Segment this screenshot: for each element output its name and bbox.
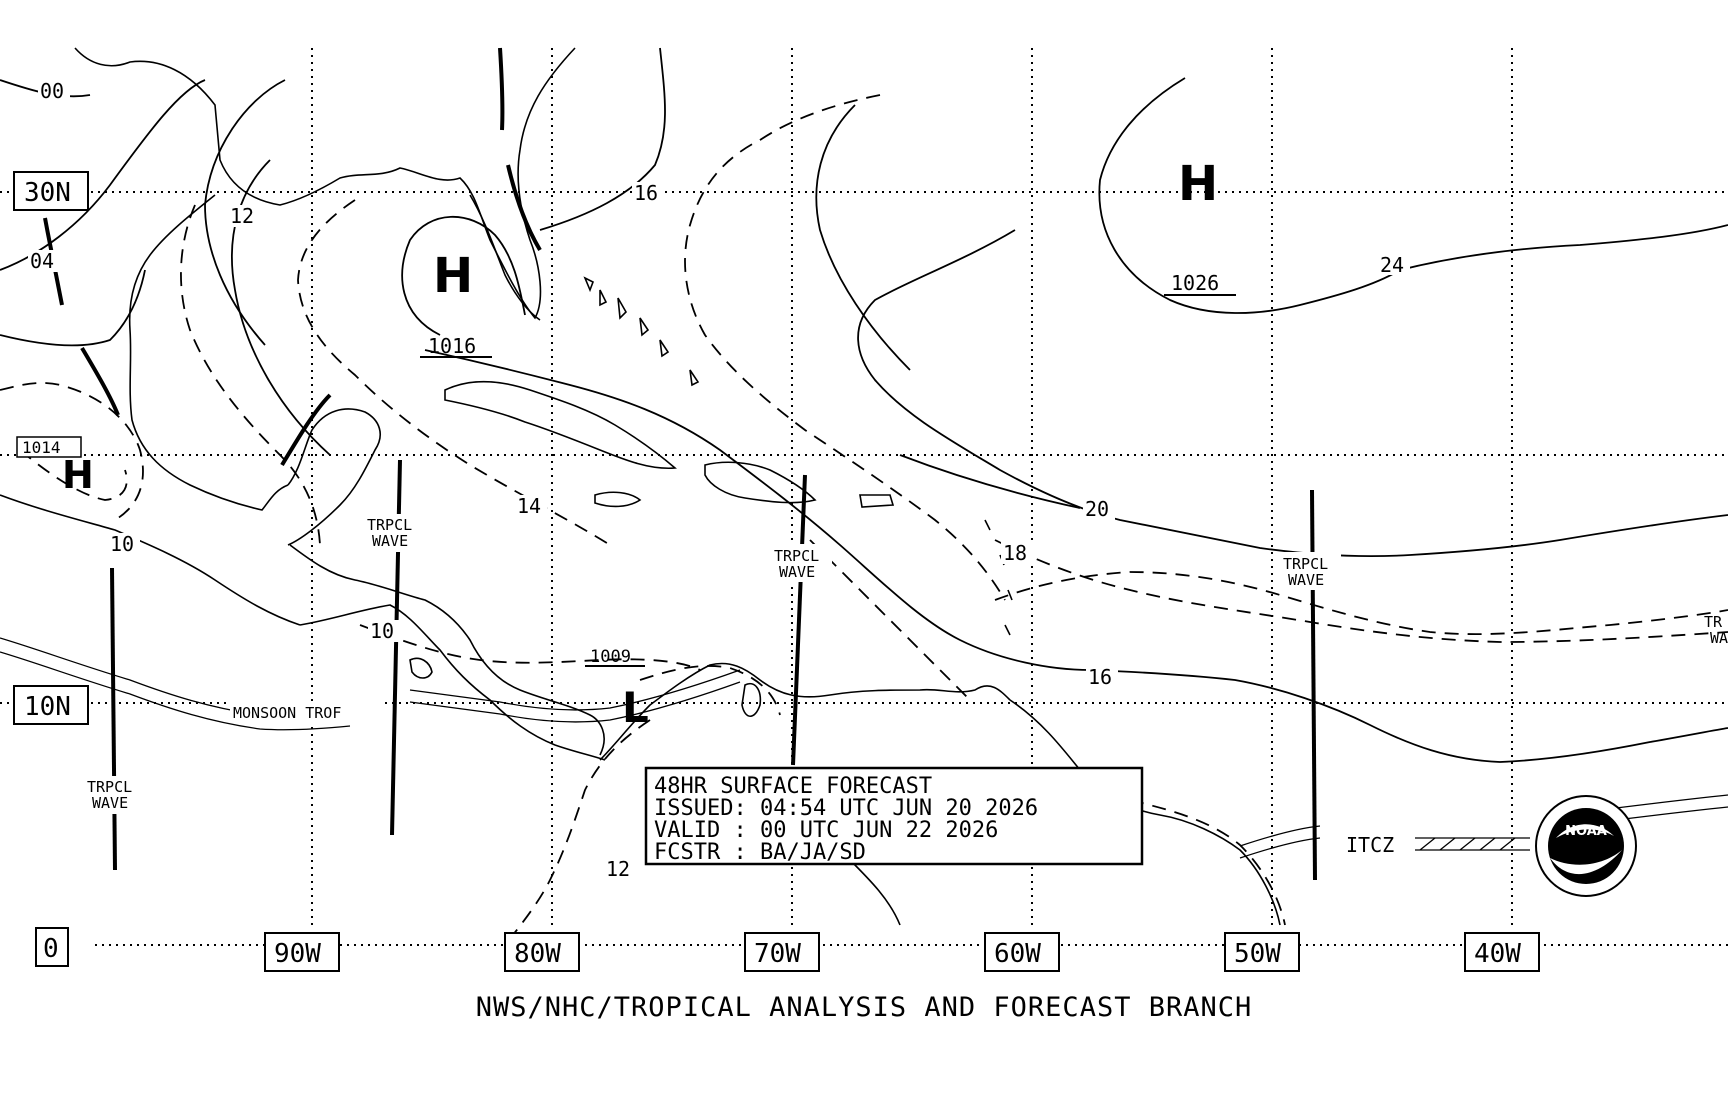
lon-label: 60W: [994, 939, 1041, 969]
noaa-logo: NOAA: [1535, 795, 1637, 897]
isobar-label: 16: [1088, 665, 1112, 689]
lon-label: 80W: [514, 939, 561, 969]
tropical-wave-label: TRPCL: [367, 516, 412, 534]
lon-label: 40W: [1474, 939, 1521, 969]
isobar-label: 18: [1003, 541, 1027, 565]
high-pressure-center: H: [433, 248, 473, 304]
tropical-wave-label: WAVE: [779, 563, 815, 581]
lat-label: 30N: [24, 178, 71, 208]
noaa-logo-text: NOAA: [1565, 824, 1607, 839]
tropical-wave-label: TRPCL: [774, 547, 819, 565]
monsoon-trough-label: MONSOON TROF: [233, 704, 341, 722]
lon-label: 90W: [274, 939, 321, 969]
isobar-label: 10: [110, 532, 134, 556]
high-pressure-center: H: [62, 453, 94, 497]
forecast-info-box: 48HR SURFACE FORECAST ISSUED: 04:54 UTC …: [644, 766, 1144, 866]
central-pressure-value: 1016: [428, 334, 476, 358]
coastlines: [0, 47, 1281, 926]
forecast-title: 48HR SURFACE FORECAST: [654, 774, 932, 799]
feature-labels: TRPCL WAVE TRPCL WAVE TRPCL WAVE TRPCL W…: [85, 514, 1728, 857]
tropical-wave-label: WAVE: [1288, 571, 1324, 589]
high-pressure-center: H: [1178, 156, 1218, 212]
tropical-wave-label: WAVE: [92, 794, 128, 812]
low-pressure-center: L: [622, 683, 649, 732]
forecast-valid: VALID : 00 UTC JUN 22 2026: [654, 818, 998, 843]
tropical-waves: [43, 47, 1317, 881]
forecast-issued: ISSUED: 04:54 UTC JUN 20 2026: [654, 796, 1038, 821]
isobar-label: 12: [230, 204, 254, 228]
central-pressure-value: 1026: [1171, 271, 1219, 295]
isobar-labels: 00 04 12 16 24 14 10 20 18 16 10 12: [28, 79, 1410, 881]
longitude-labels: 90W 80W 70W 60W 50W 40W: [264, 932, 1540, 972]
tropical-wave-label: TRPCL: [87, 778, 132, 796]
central-pressure-value: 1009: [590, 647, 631, 667]
isobar-label: 16: [634, 181, 658, 205]
footer-agency-text: NWS/NHC/TROPICAL ANALYSIS AND FORECAST B…: [476, 992, 1253, 1023]
lat-label: 0: [43, 934, 59, 964]
central-pressure-value: 1014: [22, 438, 61, 457]
itcz-label: ITCZ: [1346, 833, 1394, 857]
isobar-label: 24: [1380, 253, 1404, 277]
isobar-label: 04: [30, 249, 54, 273]
lat-label: 10N: [24, 692, 71, 722]
lon-label: 70W: [754, 939, 801, 969]
forecast-forecaster: FCSTR : BA/JA/SD: [654, 840, 866, 865]
isobar-label: 14: [517, 494, 541, 518]
lon-label: 50W: [1234, 939, 1281, 969]
isobar-label: 20: [1085, 497, 1109, 521]
isobar-label: 10: [370, 619, 394, 643]
isobar-label: 00: [40, 79, 64, 103]
tropical-wave-label: TR: [1704, 613, 1723, 631]
pressure-centers: H 1016 H 1026 1014 H 1009 L: [16, 156, 1236, 732]
tropical-wave-label: WA: [1710, 629, 1728, 647]
tropical-wave-label: WAVE: [372, 532, 408, 550]
isobar-label: 12: [606, 857, 630, 881]
tropical-wave-label: TRPCL: [1283, 555, 1328, 573]
latitude-labels: 30N 10N 0: [13, 171, 89, 967]
